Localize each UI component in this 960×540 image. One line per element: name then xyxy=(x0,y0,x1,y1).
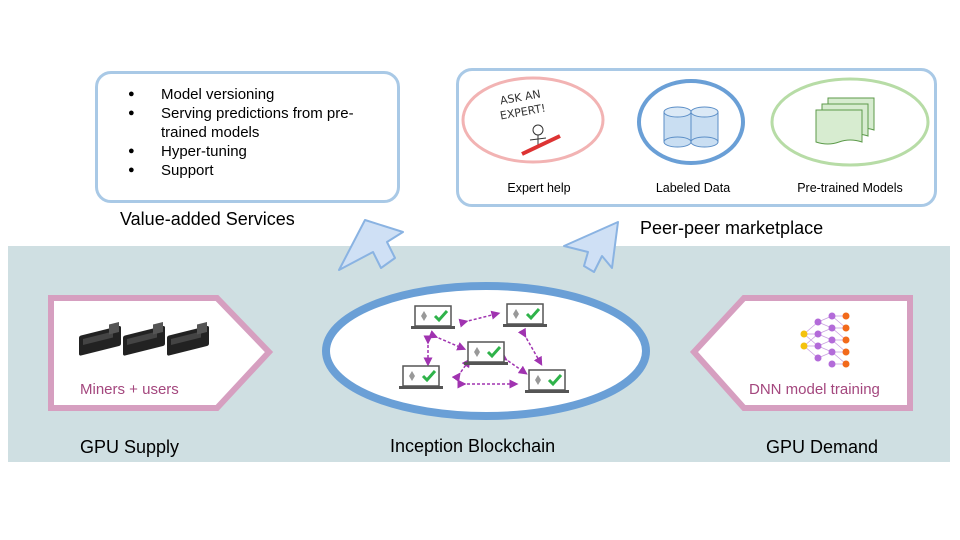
demand-inner-label: DNN model training xyxy=(749,381,880,398)
supply-caption: GPU Supply xyxy=(80,437,180,457)
laptop-check-icon xyxy=(399,365,443,389)
demand-caption: GPU Demand xyxy=(766,437,879,457)
blockchain-caption: Inception Blockchain xyxy=(390,436,556,456)
database-icon xyxy=(663,106,719,148)
pretrained-models-label: Pre-trained Models xyxy=(797,181,903,195)
laptop-check-icon xyxy=(503,303,547,327)
up-arrow-icon xyxy=(563,221,619,273)
service-item: Hyper-tuning xyxy=(128,142,388,161)
demand-shape xyxy=(690,295,913,411)
service-item: Model versioning xyxy=(128,85,388,104)
services-caption: Value-added Services xyxy=(120,209,295,229)
laptop-check-icon xyxy=(464,341,508,365)
expert-help-label: Expert help xyxy=(507,181,571,195)
service-item: Serving predictions from pre-trained mod… xyxy=(128,104,388,142)
laptop-check-icon xyxy=(411,305,455,329)
marketplace-caption: Peer-peer marketplace xyxy=(640,218,824,238)
documents-icon xyxy=(815,97,875,145)
laptop-check-icon xyxy=(525,369,569,393)
services-box: Model versioning Serving predictions fro… xyxy=(95,71,400,203)
connection-arrows xyxy=(423,310,543,389)
supply-inner-label: Miners + users xyxy=(80,381,179,398)
service-item: Support xyxy=(128,161,388,180)
supply-shape xyxy=(48,295,274,411)
gpu-card-icon xyxy=(79,322,209,356)
services-list: Model versioning Serving predictions fro… xyxy=(128,85,388,180)
marketplace-box: ASK AN EXPERT! xyxy=(456,68,937,207)
marketplace-graphics: ASK AN EXPERT! xyxy=(461,76,930,167)
up-arrow-icon xyxy=(338,219,404,271)
blockchain-graphic xyxy=(322,282,650,420)
neural-network-icon xyxy=(800,312,850,368)
labeled-data-label: Labeled Data xyxy=(655,181,731,195)
expert-ellipse xyxy=(461,76,605,164)
